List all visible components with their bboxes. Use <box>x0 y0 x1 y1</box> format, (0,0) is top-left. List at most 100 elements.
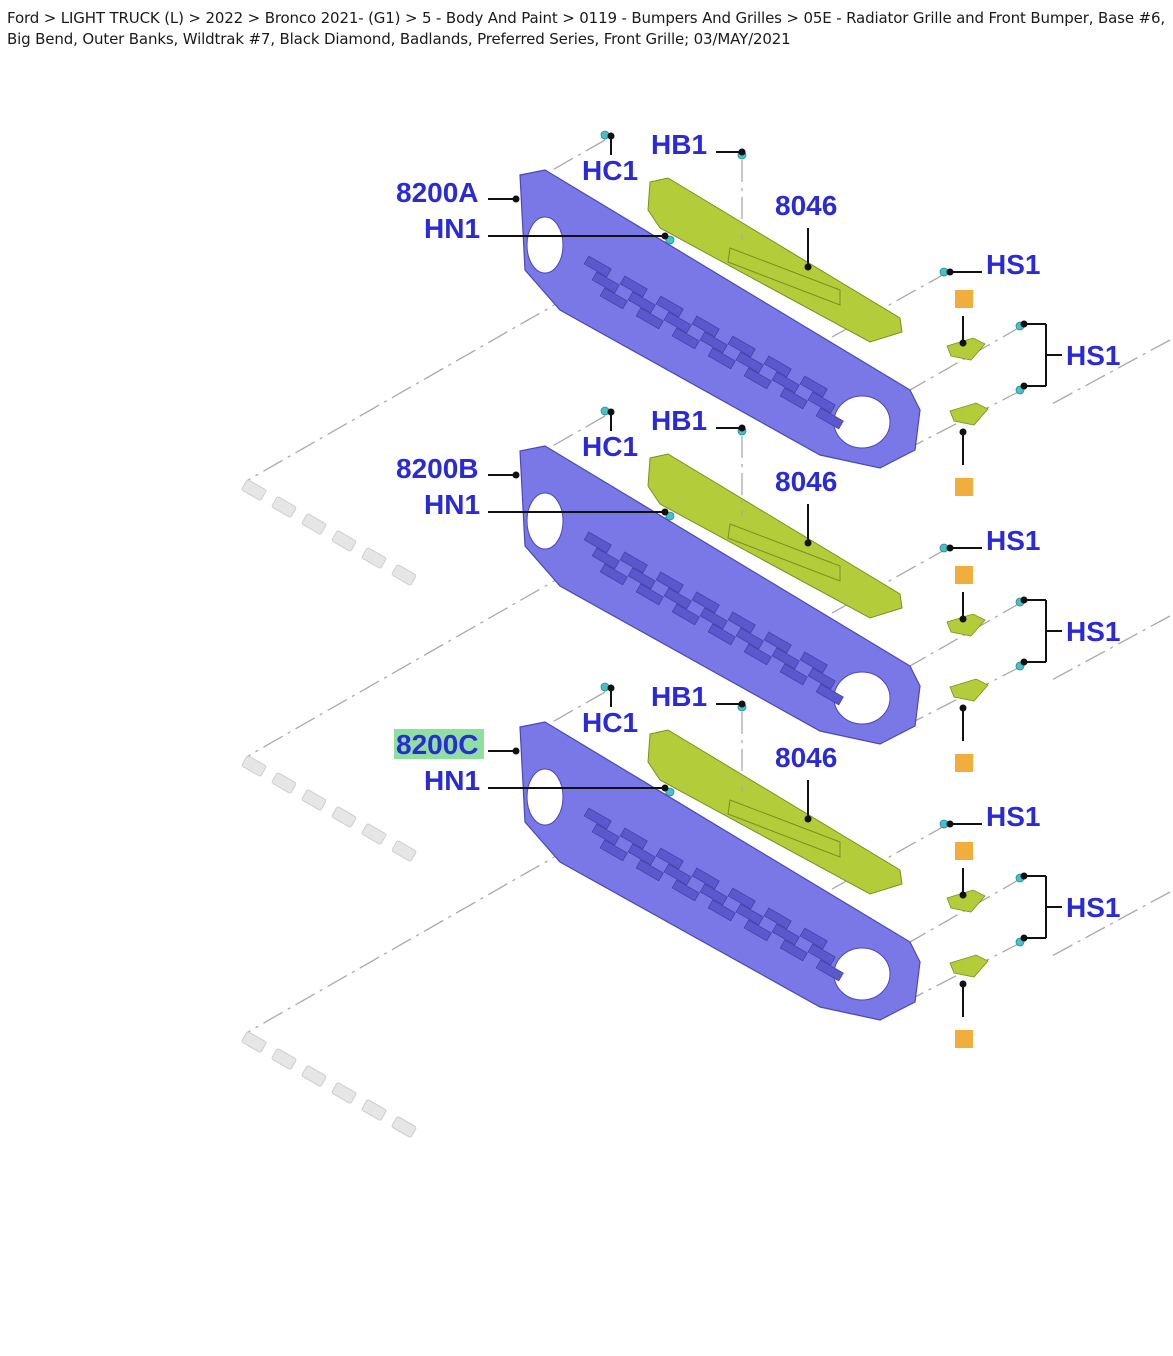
note-square-icon <box>955 566 973 584</box>
emblem-letter <box>331 530 357 552</box>
grille-slot <box>743 367 772 390</box>
grille-slot <box>663 587 692 610</box>
bronco-letters-emblem-icon <box>241 755 417 862</box>
callout-hc1: HC1 <box>582 155 638 186</box>
leader-dot <box>1020 320 1028 328</box>
grille-slot <box>635 583 664 606</box>
leader-dot <box>959 615 967 623</box>
grille-slot <box>699 607 728 630</box>
emblem-letter <box>331 806 357 828</box>
callout-hb1: HB1 <box>651 681 707 712</box>
emblem-letter <box>301 513 327 535</box>
grille-slot <box>635 859 664 882</box>
emblem-letter <box>361 1099 387 1121</box>
grille-slot <box>655 295 684 318</box>
leader-dot <box>738 700 746 708</box>
emblem-letter <box>391 1116 417 1138</box>
grille-slot <box>591 823 620 846</box>
grille-slot <box>735 627 764 650</box>
grille-slot <box>691 867 720 890</box>
grille-slot <box>671 879 700 902</box>
bracket-rib <box>727 247 841 306</box>
grille-slot <box>779 387 808 410</box>
grille-slot <box>619 551 648 574</box>
retainer-clip <box>949 402 989 426</box>
fastener-icon <box>665 235 675 245</box>
grille-slot <box>619 827 648 850</box>
grille-slot <box>743 643 772 666</box>
grille-slot <box>599 287 628 310</box>
note-square-icon <box>955 290 973 308</box>
grille-slot <box>691 591 720 614</box>
grille-slot <box>591 271 620 294</box>
emblem-letter <box>301 1065 327 1087</box>
grille-slot <box>743 919 772 942</box>
breadcrumb: Ford > LIGHT TRUCK (L) > 2022 > Bronco 2… <box>7 9 1165 48</box>
note-square-icon <box>955 842 973 860</box>
grille-slot <box>707 347 736 370</box>
grille-slot <box>655 571 684 594</box>
grille-slot <box>727 611 756 634</box>
grille-slot <box>663 863 692 886</box>
grille-slot <box>815 683 844 706</box>
grille-slot <box>583 807 612 830</box>
leader-dot <box>738 424 746 432</box>
grille-slot <box>663 311 692 334</box>
emblem-letter <box>271 1048 297 1070</box>
leader-dot <box>959 428 967 436</box>
callout-hc1: HC1 <box>582 431 638 462</box>
left-headlamp-opening <box>526 216 564 274</box>
grille-slot <box>591 547 620 570</box>
bronco-letters-emblem-icon <box>241 1031 417 1138</box>
retainer-clip <box>946 889 986 913</box>
left-headlamp-opening <box>526 492 564 550</box>
callout-bracket: 8046 <box>775 190 837 221</box>
leader-dot <box>804 815 812 823</box>
leader-dot <box>512 747 520 755</box>
grille-slot <box>735 903 764 926</box>
grille-slot <box>771 371 800 394</box>
callout-grille-label: 8200A <box>396 177 479 208</box>
guide-line <box>1049 891 1171 958</box>
leader-dot <box>959 980 967 988</box>
grille-slot <box>763 907 792 930</box>
grille-slot <box>727 887 756 910</box>
grille-slot <box>807 943 836 966</box>
grille-slot <box>815 959 844 982</box>
left-headlamp-opening <box>526 768 564 826</box>
grille-slot <box>815 407 844 430</box>
callout-grille-label: 8200C <box>396 729 479 760</box>
guide-line <box>914 665 1023 722</box>
leader-dot <box>607 684 615 692</box>
leader-dot <box>1020 934 1028 942</box>
emblem-letter <box>331 1082 357 1104</box>
retainer-clip <box>946 613 986 637</box>
grille-slot <box>619 275 648 298</box>
callout-hc1: HC1 <box>582 707 638 738</box>
selected-part-highlight <box>394 729 484 759</box>
grille-slot <box>799 927 828 950</box>
bronco-letters-emblem-icon <box>241 1031 417 1138</box>
guide-line <box>914 389 1023 446</box>
emblem-letter <box>241 1031 267 1053</box>
grille-slot <box>771 647 800 670</box>
leader-dot <box>1020 658 1028 666</box>
callout-hn1: HN1 <box>424 213 480 244</box>
retainer-clip <box>949 678 989 702</box>
grille-slot <box>763 355 792 378</box>
note-square-icon <box>955 478 973 496</box>
retainer-clip <box>946 337 986 361</box>
leader-dot <box>804 539 812 547</box>
retainer-clip <box>949 954 989 978</box>
leader-dot <box>959 704 967 712</box>
grille-slot <box>671 603 700 626</box>
emblem-letter <box>271 496 297 518</box>
note-square-icon <box>955 1030 973 1048</box>
leader-dot <box>959 339 967 347</box>
guide-line <box>1049 339 1171 406</box>
grille-slot <box>583 255 612 278</box>
